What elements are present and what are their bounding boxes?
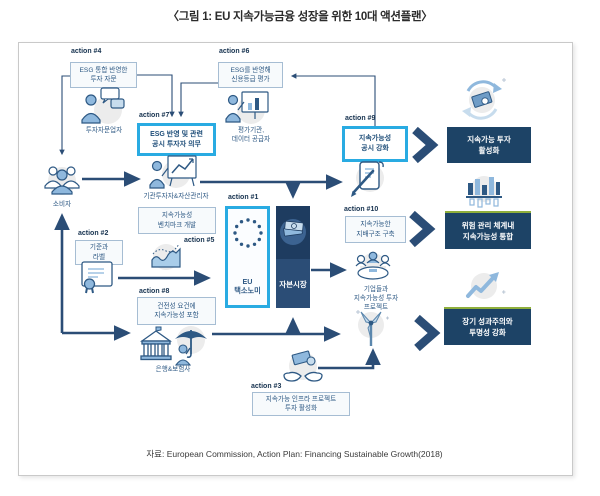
action9-box: 지속가능성 공시 강화: [342, 126, 408, 162]
action4-box: ESG 통합 반영한 투자 자문: [70, 62, 137, 88]
outcome1-box: 지속가능 투자 활성화: [447, 127, 531, 163]
action10-tag: action #10: [344, 206, 379, 213]
presenter-board-icon: [225, 91, 269, 124]
action5-tag: action #5: [184, 237, 215, 244]
capital-market-label: 자본시장: [279, 280, 307, 289]
umbrella-person-icon: [174, 326, 207, 366]
hands-money-icon: [283, 350, 323, 382]
banks-label: 은행&보험사: [155, 366, 191, 373]
wind-turbine-icon: [356, 310, 389, 346]
action6-box: ESG를 반영해 신용등급 평가: [218, 62, 283, 88]
capital-market-box: 자본시장: [276, 206, 310, 308]
action1-box: EU 택소노미: [225, 206, 270, 308]
arrow-action9-to-action6: [290, 73, 376, 126]
chevron-to-outcome3: [414, 314, 441, 352]
action6-tag: action #6: [219, 48, 250, 55]
action10-box: 지속가능한 지배구조 구축: [345, 216, 406, 243]
benchmark-box: 지속가능성 벤치마크 개발: [138, 207, 216, 234]
scroll-pen-icon: [351, 161, 384, 197]
outcome2-box: 위험 관리 체계내 지속가능성 통합: [445, 211, 531, 249]
action1-tag: action #1: [228, 194, 259, 201]
action1-label: EU 택소노미: [234, 276, 261, 296]
action2-tag: action #2: [78, 230, 109, 237]
banknotes-icon: [280, 219, 306, 245]
trend-up-icon: [466, 272, 506, 299]
consumers-label: 소비자: [52, 201, 72, 208]
action7-box: ESG 반영 및 관련 공시 투자자 의무: [137, 123, 216, 156]
investors-label: 기관투자자&자산관리자: [143, 193, 209, 200]
outcome3-box: 장기 성과주의와 투명성 강화: [444, 307, 531, 345]
arrow-action6-to-action7: [178, 82, 218, 118]
corporates-label: 기업들과 지속가능성 투자 프로젝트: [353, 286, 399, 311]
action8-tag: action #8: [139, 288, 170, 295]
people-group-icon: [44, 166, 80, 195]
chevron-to-outcome1: [412, 126, 439, 164]
area-chart-icon: [151, 243, 181, 270]
rating-label: 평가기관, 데이터 공급자: [231, 127, 271, 143]
certificate-icon: [81, 261, 113, 294]
source-caption: 자료: European Commission, Action Plan: Fi…: [146, 449, 443, 459]
action8-box: 건전성 요건에 지속가능성 포함: [137, 297, 216, 325]
bank-building-icon: [139, 326, 173, 361]
presenter-chart-icon: [149, 155, 197, 189]
figure-title: 〈그림 1: EU 지속가능금융 성장을 위한 10대 액션플랜〉: [167, 11, 433, 23]
chevron-to-outcome2: [409, 210, 436, 248]
action3-tag: action #3: [251, 383, 282, 390]
arrow-hands-to-turbine: [318, 348, 381, 370]
action7-tag: action #7: [139, 112, 170, 119]
money-cycle-icon: [462, 78, 506, 120]
bar-chart-icon: [466, 176, 502, 208]
people-table-icon: [355, 251, 391, 280]
advisor-label: 투자자문업자: [85, 127, 123, 134]
action3-box: 지속가능 인프라 프로젝트 투자 활성화: [252, 392, 350, 416]
arrow-action4-to-consumers: [59, 75, 70, 156]
arrow-action4-to-action7: [137, 74, 175, 118]
person-chat-icon: [81, 87, 125, 124]
eu-stars-icon: [232, 218, 263, 248]
action4-tag: action #4: [71, 48, 102, 55]
action9-tag: action #9: [345, 115, 376, 122]
